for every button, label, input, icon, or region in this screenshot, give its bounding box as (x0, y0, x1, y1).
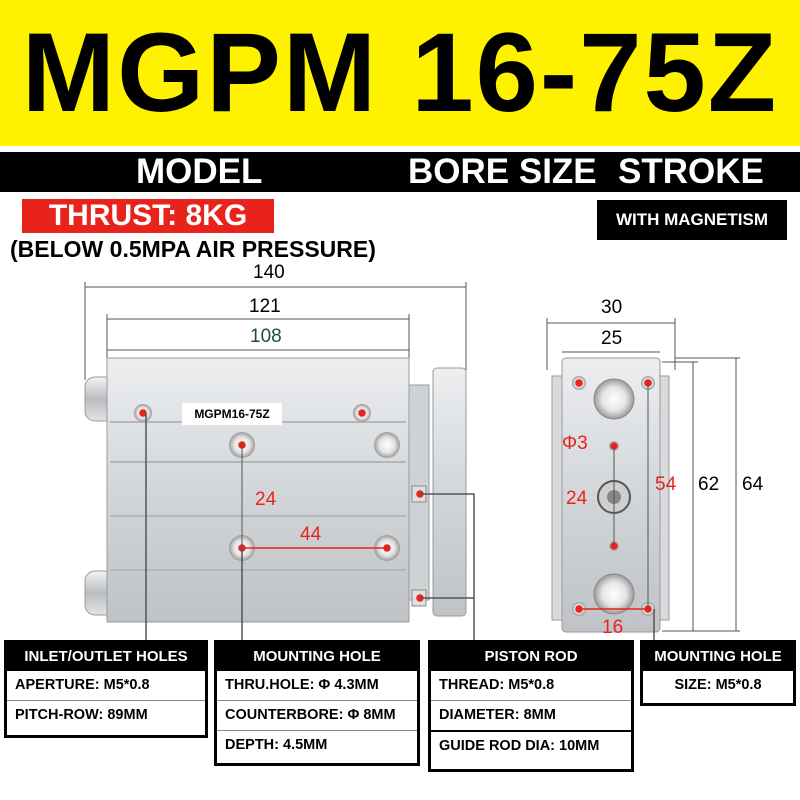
dim-height: 64 (742, 474, 764, 495)
dim-hole-pitch-h: 44 (300, 524, 322, 545)
title-banner: MGPM 16-75Z (0, 0, 800, 146)
side-view (546, 318, 740, 633)
dim-hole-pitch-v: 24 (255, 489, 277, 510)
dim-hole-pitch: 54 (655, 474, 677, 495)
dim-height-inner: 62 (698, 474, 720, 495)
dim-rod-pitch: 24 (566, 488, 588, 509)
front-dimension-lines (84, 282, 467, 380)
model-bar: MODEL BORE SIZE STROKE (0, 152, 800, 192)
inlet-outlet-box: INLET/OUTLET HOLES APERTURE: M5*0.8 PITC… (4, 640, 208, 738)
dim-bore: Φ3 (562, 433, 588, 454)
mounting-hole-box: MOUNTING HOLE THRU.HOLE: Φ 4.3MM COUNTER… (214, 640, 420, 766)
piston-diameter: DIAMETER: 8MM (431, 700, 631, 730)
product-title: MGPM 16-75Z (21, 10, 779, 135)
piston-thread: THREAD: M5*0.8 (439, 677, 555, 693)
dim-inner-length: 108 (250, 326, 282, 347)
side-mounting-size: SIZE: M5*0.8 (674, 677, 762, 693)
nameplate: MGPM16-75Z (182, 403, 282, 425)
thrust-badge: THRUST: 8KG (22, 199, 274, 233)
stroke-label: STROKE (618, 152, 764, 191)
mounting-hole-title: MOUNTING HOLE (217, 643, 417, 671)
mounting-thru-hole: THRU.HOLE: Φ 4.3MM (225, 677, 379, 693)
inlet-outlet-title: INLET/OUTLET HOLES (7, 643, 205, 671)
piston-rod-title: PISTON ROD (431, 643, 631, 671)
guide-rod-diameter: GUIDE ROD DIA: 10MM (431, 730, 631, 761)
side-mounting-title: MOUNTING HOLE (643, 643, 793, 671)
dim-body-length: 121 (249, 296, 281, 317)
model-label: MODEL (136, 152, 263, 191)
dim-side-width: 30 (601, 297, 623, 318)
dim-overall-length: 140 (253, 262, 285, 283)
inlet-aperture: APERTURE: M5*0.8 (15, 677, 150, 693)
front-view (84, 357, 467, 623)
mounting-depth: DEPTH: 4.5MM (217, 730, 417, 760)
magnetism-badge: WITH MAGNETISM (597, 200, 787, 240)
dim-bottom-pitch: 16 (602, 617, 624, 638)
bore-size-label: BORE SIZE (408, 152, 597, 191)
piston-rod-box: PISTON ROD THREAD: M5*0.8 DIAMETER: 8MM … (428, 640, 634, 772)
side-callouts (575, 379, 652, 613)
front-leaders (145, 413, 475, 640)
inlet-pitch-row: PITCH-ROW: 89MM (7, 700, 205, 730)
mounting-counterbore: COUNTERBORE: Φ 8MM (217, 700, 417, 730)
dim-side-inner-width: 25 (601, 328, 623, 349)
side-mounting-box: MOUNTING HOLE SIZE: M5*0.8 (640, 640, 796, 706)
pressure-note: (BELOW 0.5MPA AIR PRESSURE) (10, 236, 376, 262)
